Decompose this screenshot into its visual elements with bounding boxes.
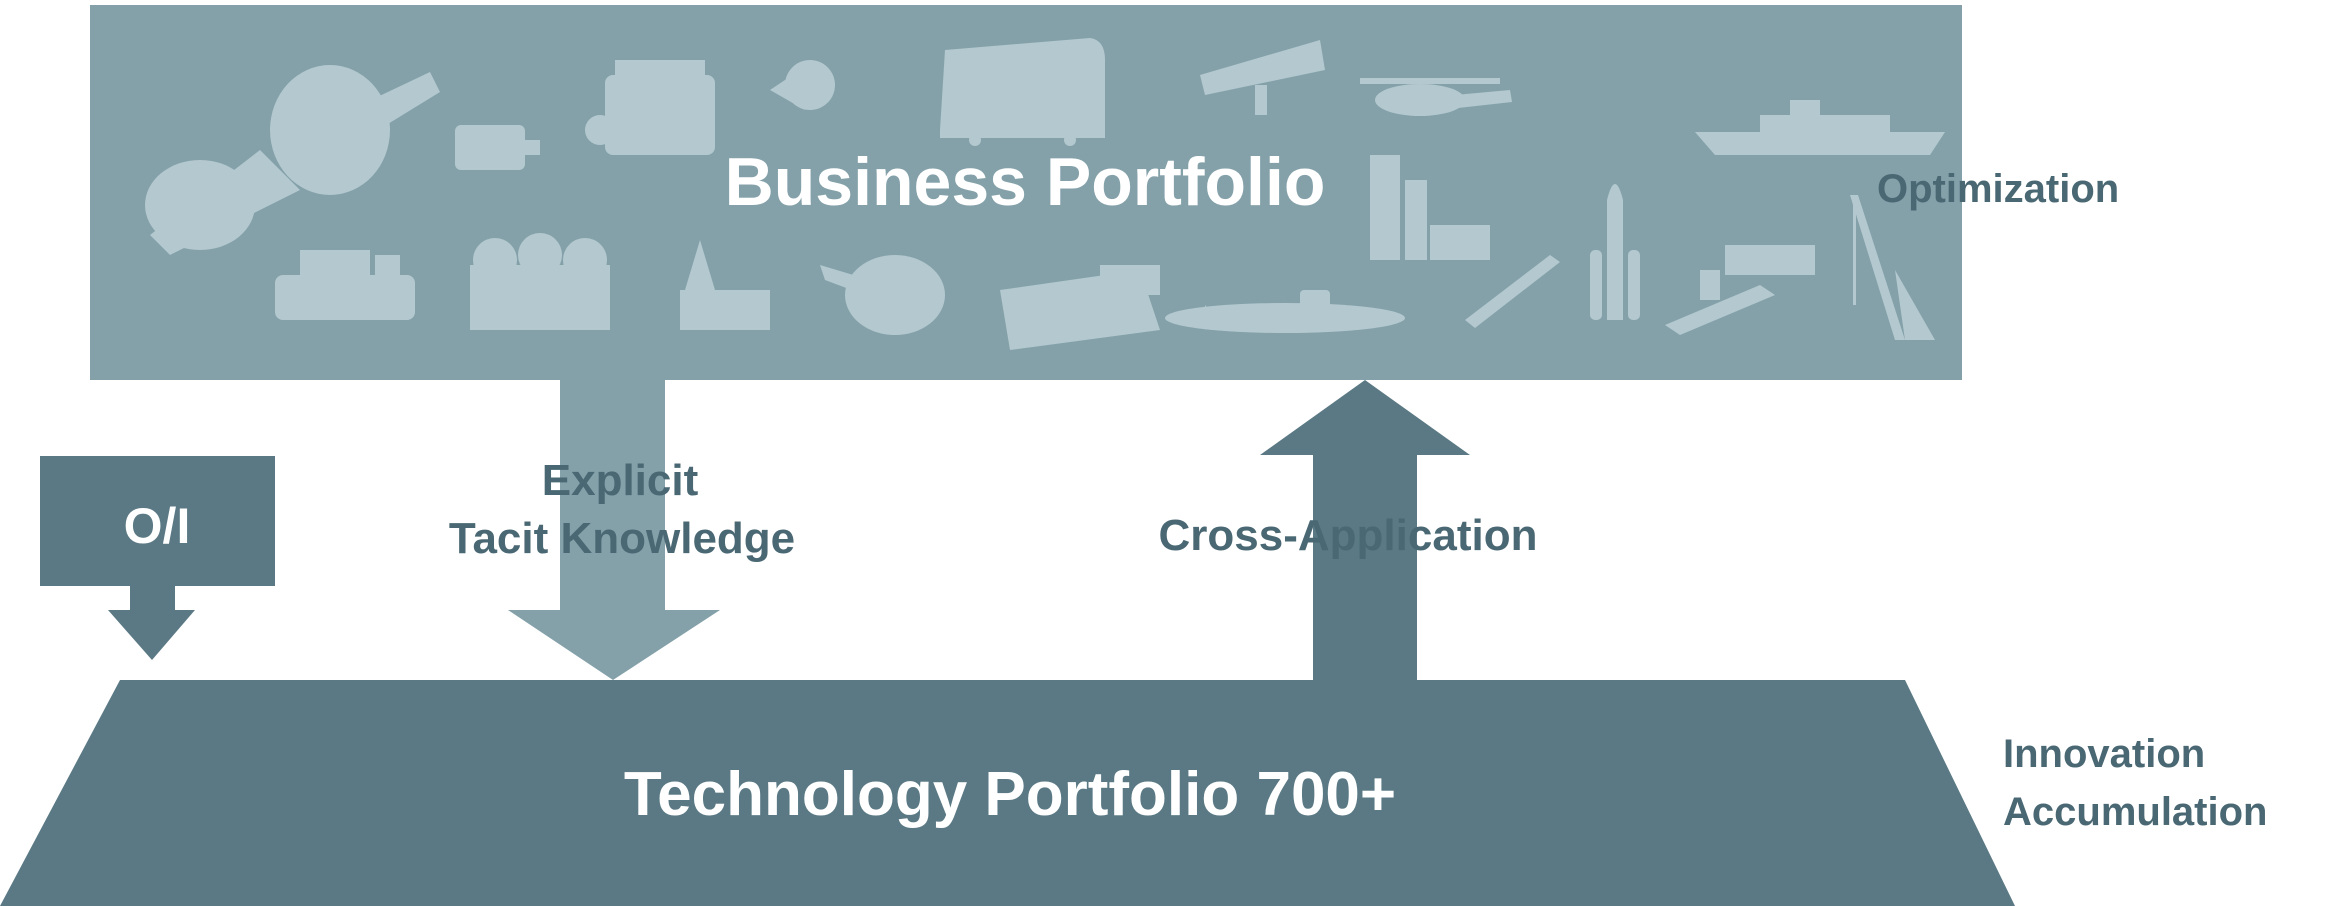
cross-application-up-arrow <box>1260 380 1470 680</box>
knowledge-down-arrow <box>508 380 720 680</box>
boarding-bridge-icon <box>1200 40 1325 115</box>
gas-turbine-icon <box>820 255 945 335</box>
turbocharger-icon <box>770 60 835 110</box>
oi-box <box>40 456 275 586</box>
oi-down-arrow <box>108 586 195 660</box>
train-car-icon <box>940 38 1105 146</box>
motor-icon <box>455 125 540 170</box>
crane-icon <box>1850 195 1935 340</box>
steel-mill-icon <box>1665 245 1815 335</box>
rocket-icon <box>1590 184 1640 320</box>
submarine-icon <box>1165 290 1405 333</box>
engine-module-icon <box>1000 265 1160 350</box>
technology-portfolio-base <box>0 680 2015 906</box>
innovation-label: Innovation <box>2003 732 2206 776</box>
turbofan-engine-icon <box>145 65 440 255</box>
technology-portfolio-title: Technology Portfolio 700+ <box>624 760 1396 829</box>
knowledge-label-line2: Tacit Knowledge <box>449 514 795 563</box>
power-plant-icon <box>470 233 610 330</box>
business-portfolio-title: Business Portfolio <box>725 144 1326 220</box>
accumulation-label: Accumulation <box>2003 790 2268 834</box>
optimization-label: Optimization <box>1877 167 2120 211</box>
missile-icon <box>1465 255 1560 328</box>
industry-silhouettes <box>145 38 1945 350</box>
chiller-icon <box>275 250 415 320</box>
cross-application-label: Cross-Application <box>1159 511 1538 560</box>
knowledge-label-line1: Explicit <box>542 456 699 505</box>
incinerator-plant-icon <box>1370 155 1490 260</box>
oi-label: O/I <box>124 498 191 554</box>
helicopter-icon <box>1360 78 1512 116</box>
oil-rig-icon <box>680 240 770 330</box>
cruise-ship-icon <box>1695 100 1945 155</box>
diesel-engine-icon <box>585 60 715 155</box>
